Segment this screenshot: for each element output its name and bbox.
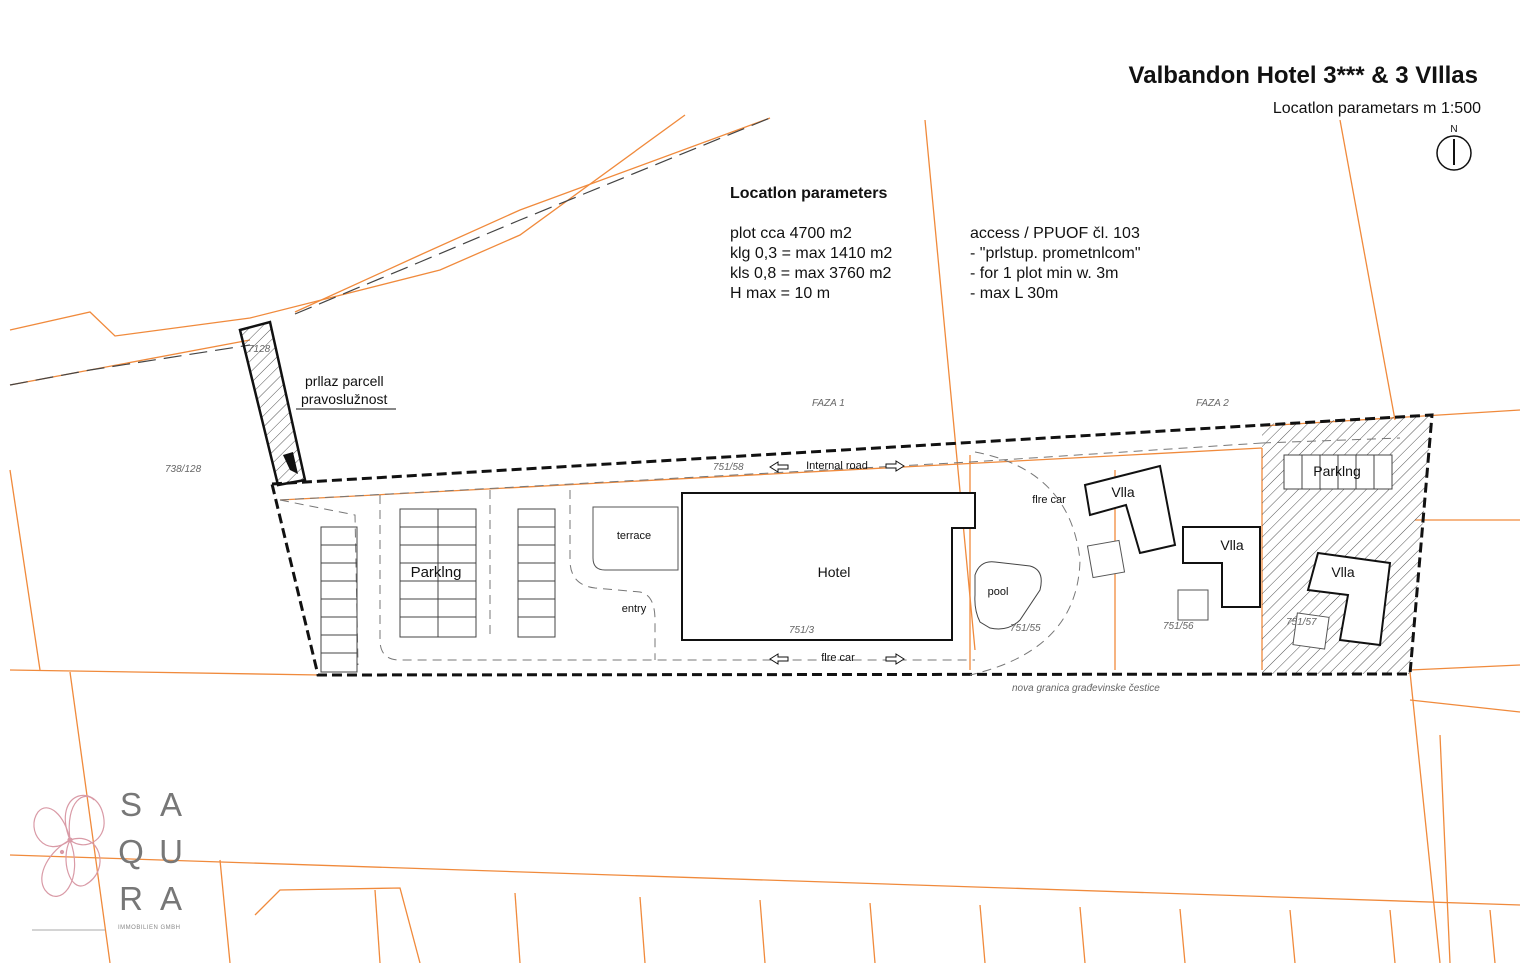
label-terrace: terrace	[617, 530, 651, 542]
pool-outline	[974, 561, 1042, 630]
label-villa-2: Vlla	[1220, 537, 1244, 553]
label-parcel-7128: 7128	[248, 344, 271, 355]
logo-letter: A	[159, 880, 182, 917]
approach-label-line2: pravoslužnost	[301, 391, 387, 407]
logo-letter: U	[159, 833, 183, 870]
page-subtitle: Locatlon parametars m 1:500	[1272, 100, 1481, 117]
access-arrow	[283, 452, 298, 474]
approach-label-line1: prllaz parcell	[305, 373, 384, 389]
access-line: - "prlstup. prometnlcom"	[970, 245, 1141, 262]
label-hotel: Hotel	[818, 564, 851, 580]
access-line: - for 1 plot min w. 3m	[970, 265, 1119, 282]
label-new-boundary: nova granica građevinske čestice	[1012, 683, 1160, 694]
label-villa-1: Vlla	[1111, 484, 1135, 500]
parameter-line: kls 0,8 = max 3760 m2	[730, 265, 892, 282]
label-entry: entry	[622, 603, 647, 615]
label-parcel-751-56: 751/56	[1163, 621, 1194, 632]
villa-1-pool	[1086, 539, 1126, 579]
label-parking-right: Parklng	[1313, 463, 1360, 479]
label-parcel-751-57: 751/57	[1286, 617, 1317, 628]
access-strip	[238, 320, 307, 487]
logo-letter: R	[119, 880, 143, 917]
parameters-list: plot cca 4700 m2 klg 0,3 = max 1410 m2 k…	[730, 224, 892, 304]
label-parking-main: Parklng	[411, 564, 462, 581]
parameter-line: klg 0,3 = max 1410 m2	[730, 245, 893, 262]
label-parcel-751-55: 751/55	[1010, 623, 1041, 634]
label-pool: pool	[988, 586, 1009, 598]
north-arrow-circle	[1436, 135, 1472, 171]
saqura-flower-logo	[33, 794, 105, 897]
villa-2-footprint	[1182, 526, 1261, 608]
label-parcel-751-58: 751/58	[713, 462, 744, 473]
old-boundary-dashes	[9, 117, 771, 386]
parameters-heading: Locatlon parameters	[730, 185, 888, 202]
label-faza2: FAZA 2	[1196, 398, 1229, 409]
label-fire-car-bottom: flre car	[821, 652, 855, 664]
logo-letter: A	[159, 786, 182, 823]
access-line: - max L 30m	[970, 285, 1059, 302]
label-fire-car-top: flre car	[1032, 494, 1066, 506]
parking-stalls	[320, 454, 1393, 673]
label-villa-3: Vlla	[1331, 564, 1355, 580]
label-parcel-751-3: 751/3	[789, 625, 814, 636]
terrace-outline	[592, 506, 679, 571]
villa-3-pool	[1292, 612, 1330, 650]
internal-road	[279, 437, 1401, 676]
parameter-line: plot cca 4700 m2	[730, 225, 852, 242]
parameter-line: H max = 10 m	[730, 285, 831, 302]
villa-1-footprint	[1083, 464, 1177, 555]
label-parcel-738: 738/128	[165, 464, 202, 475]
villa-3-footprint	[1306, 551, 1392, 647]
label-internal-road: Internal road	[806, 460, 868, 472]
logo-subtext: IMMOBILIEN GMBH	[118, 925, 181, 931]
plot-boundary	[270, 413, 1434, 677]
access-line: access / PPUOF čl. 103	[970, 225, 1140, 242]
access-list: access / PPUOF čl. 103 - "prlstup. prome…	[970, 224, 1141, 304]
north-label: N	[1450, 124, 1457, 135]
logo-letter: S	[119, 786, 142, 823]
direction-arrows	[769, 460, 905, 665]
page-title: Valbandon Hotel 3*** & 3 VIllas	[1128, 62, 1478, 89]
hotel-footprint	[681, 492, 976, 641]
label-faza1: FAZA 1	[812, 398, 845, 409]
logo-letter: Q	[118, 833, 144, 870]
villa-2-pool	[1177, 589, 1209, 621]
